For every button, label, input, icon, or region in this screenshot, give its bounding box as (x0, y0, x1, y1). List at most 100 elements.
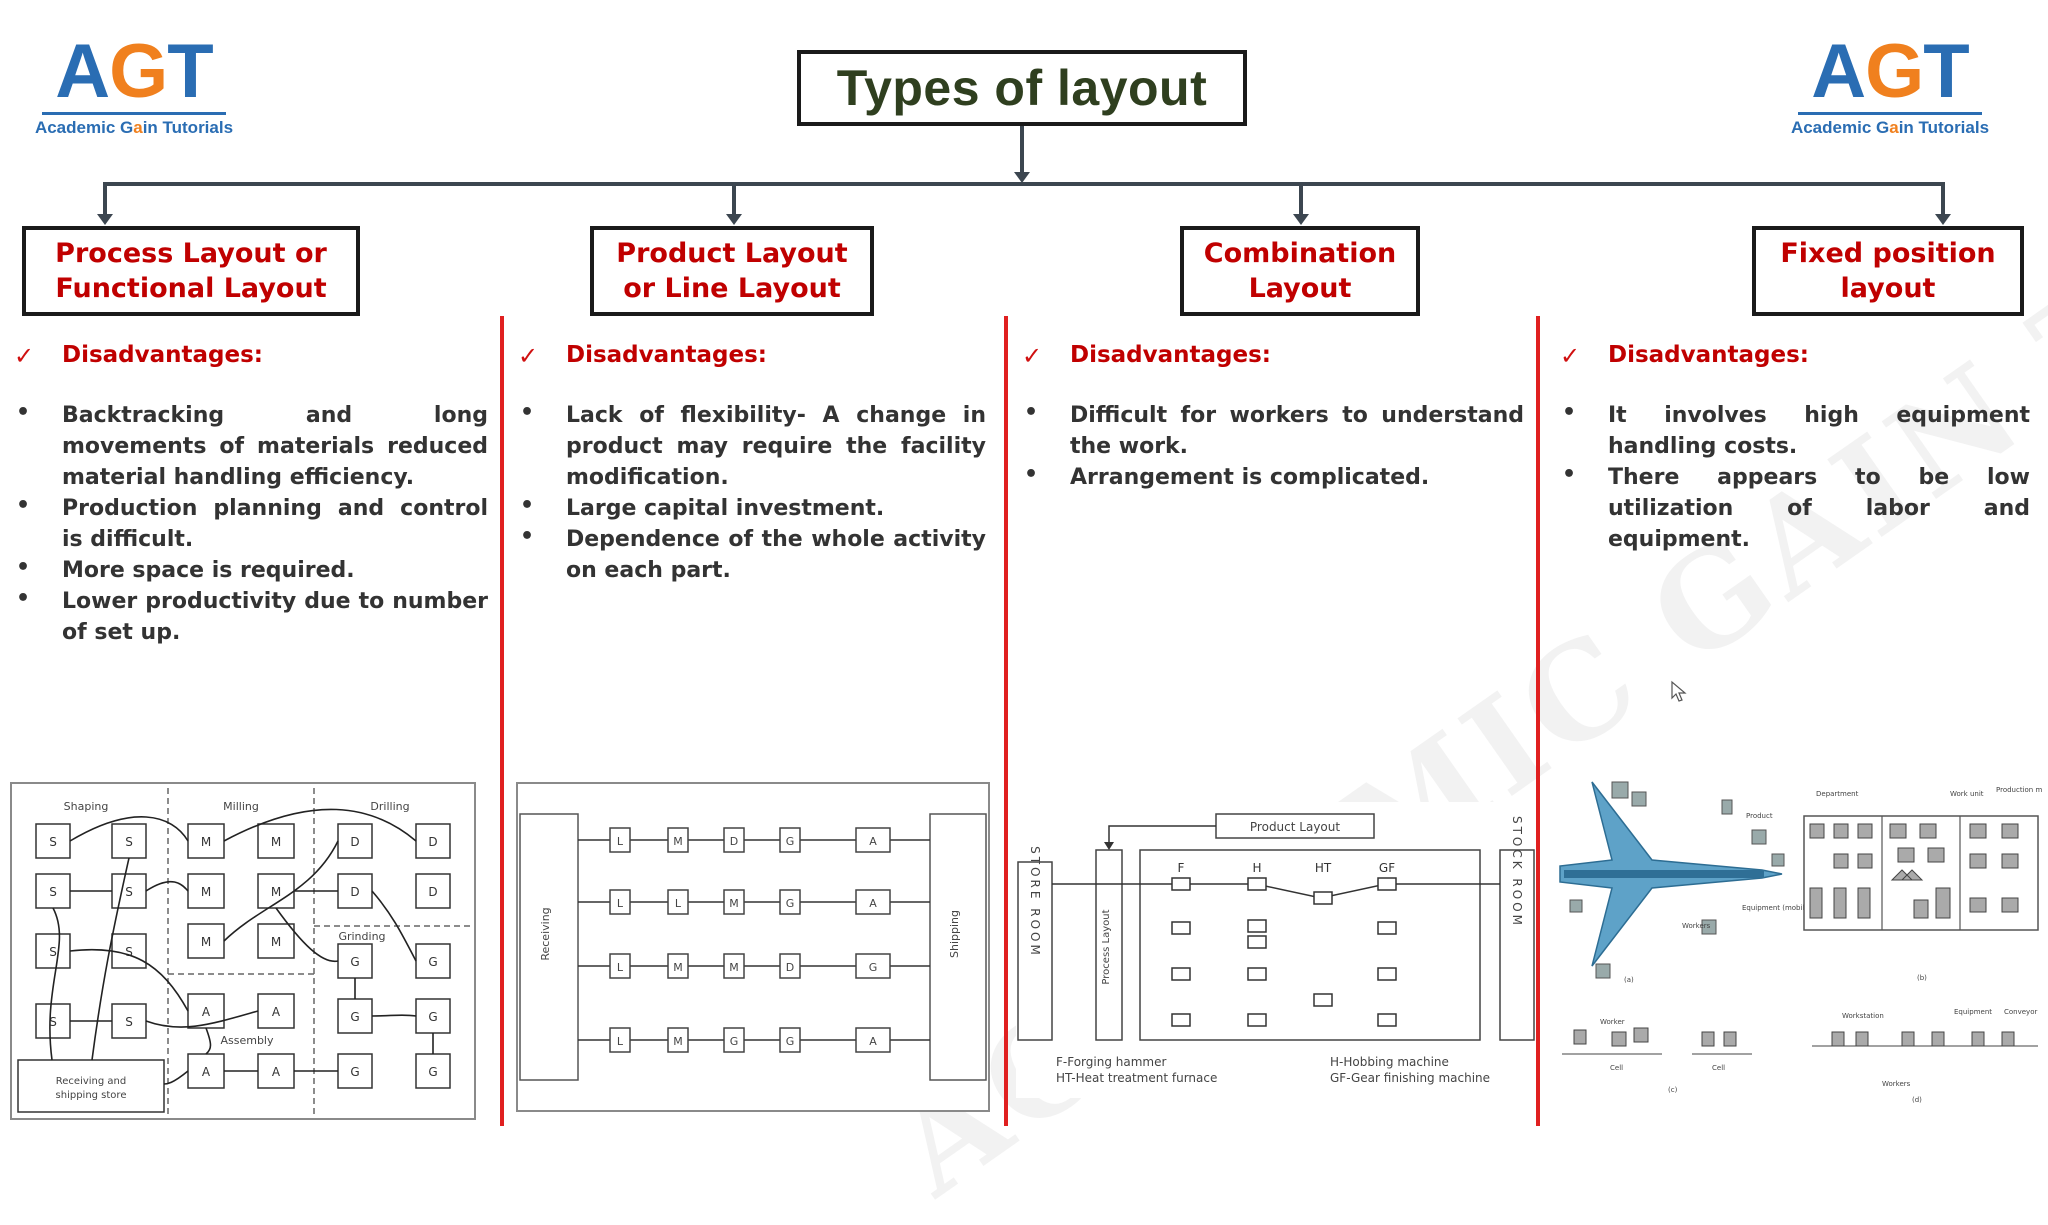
machine-label: M (673, 961, 683, 974)
checkmark-icon: ✓ (1022, 342, 1043, 370)
machine-label: G (786, 1035, 795, 1048)
list-item: •Dependence of the whole activity on eac… (520, 524, 986, 583)
svg-text:D: D (350, 885, 359, 899)
disadvantages-list: •It involves high equipment handling cos… (1560, 400, 2030, 555)
svg-text:F: F (1178, 861, 1185, 875)
column-divider (500, 316, 504, 1126)
receiving-label: shipping store (56, 1090, 127, 1101)
section-label-shaping: Shaping (64, 800, 109, 813)
machine-label: G (730, 1035, 739, 1048)
svg-text:A: A (272, 1005, 281, 1019)
machine-box (723, 1027, 745, 1053)
machine-box (779, 953, 801, 979)
category-product-layout: Product Layout or Line Layout (590, 226, 874, 316)
machine-box (855, 953, 891, 979)
svg-text:G: G (350, 1065, 359, 1079)
branch-connector (1299, 182, 1303, 218)
svg-text:D: D (350, 835, 359, 849)
disadvantages-list: •Lack of flexibility- A change in produc… (518, 400, 986, 586)
svg-text:G: G (428, 1010, 437, 1024)
column-divider (1536, 316, 1540, 1126)
branch-connector (103, 182, 107, 218)
receiving-label: Receiving (539, 907, 552, 960)
svg-text:M: M (271, 885, 281, 899)
disadvantages-heading: ✓ Disadvantages: (518, 342, 768, 370)
machine-box (667, 953, 689, 979)
list-item: •Backtracking and long movements of mate… (16, 400, 488, 490)
machine-label: A (869, 835, 877, 848)
machine-label: A (869, 1035, 877, 1048)
machine-label: L (617, 961, 624, 974)
mouse-pointer-icon (1671, 680, 1687, 702)
svg-text:Workstation: Workstation (1842, 1012, 1884, 1020)
legend-item: H-Hobbing machine (1330, 1055, 1449, 1069)
machine-box (667, 889, 689, 915)
list-item: •More space is required. (16, 555, 355, 583)
svg-text:Worker: Worker (1600, 1018, 1625, 1026)
logo-subtitle: Academic Gain Tutorials (34, 118, 234, 137)
shipping-label: Shipping (948, 910, 961, 958)
machine-box (609, 953, 631, 979)
svg-text:S: S (49, 1015, 57, 1029)
svg-text:S: S (125, 1015, 133, 1029)
svg-text:Workers: Workers (1682, 922, 1711, 930)
svg-text:Workers: Workers (1882, 1080, 1911, 1088)
checkmark-icon: ✓ (1560, 342, 1581, 370)
machine-label: G (786, 835, 795, 848)
arrow-down-icon (97, 214, 113, 225)
machine-box (609, 1027, 631, 1053)
list-item: •Lower productivity due to number of set… (16, 586, 488, 645)
svg-text:HT: HT (1315, 861, 1332, 875)
list-item: •Difficult for workers to understand the… (1024, 400, 1524, 459)
svg-text:S: S (125, 945, 133, 959)
agt-logo-left: AGT Academic Gain Tutorials (4, 32, 264, 142)
fixed-position-layout-diagram: Product Equipment (mobile) Workers (a) D… (1552, 770, 2042, 1120)
svg-text:M: M (271, 935, 281, 949)
section-label-grinding: Grinding (338, 930, 385, 943)
svg-text:S: S (125, 885, 133, 899)
page-title: Types of layout (797, 50, 1247, 126)
svg-text:D: D (428, 835, 437, 849)
column-fixed-position: ✓ Disadvantages: •It involves high equip… (1560, 340, 2030, 555)
svg-text:M: M (201, 835, 211, 849)
svg-text:(b): (b) (1917, 974, 1927, 982)
machine-box (855, 1027, 891, 1053)
checkmark-icon: ✓ (14, 342, 35, 370)
process-layout-label: Process Layout (1101, 909, 1112, 984)
svg-text:M: M (201, 885, 211, 899)
arrow-down-icon (1014, 172, 1030, 183)
svg-text:M: M (201, 935, 211, 949)
disadvantages-list: •Difficult for workers to understand the… (1022, 400, 1524, 493)
machine-box (667, 1027, 689, 1053)
machine-box (609, 827, 631, 853)
arrow-down-icon (1293, 214, 1309, 225)
branch-connector (1941, 182, 1945, 218)
svg-text:S: S (49, 945, 57, 959)
arrow-down-icon (1935, 214, 1951, 225)
logo-rule (1798, 112, 1982, 115)
machine-label: G (869, 961, 878, 974)
list-item: •It involves high equipment handling cos… (1562, 400, 2030, 459)
list-item: •Large capital investment. (520, 493, 885, 521)
machine-box (855, 827, 891, 853)
category-process-layout: Process Layout or Functional Layout (22, 226, 360, 316)
list-item: •There appears to be low utilization of … (1562, 462, 2030, 552)
list-item: •Lack of flexibility- A change in produc… (520, 400, 986, 490)
list-item: •Production planning and control is diff… (16, 493, 488, 552)
category-fixed-position-layout: Fixed position layout (1752, 226, 2024, 316)
logo-mark: AGT (55, 29, 213, 114)
svg-text:(c): (c) (1668, 1086, 1678, 1094)
svg-text:H: H (1252, 861, 1261, 875)
machine-label: D (730, 835, 738, 848)
column-process: ✓ Disadvantages: •Backtracking and long … (14, 340, 488, 648)
machine-box (855, 889, 891, 915)
store-room-label: STORE ROOM (1028, 846, 1042, 958)
category-combination-layout: Combination Layout (1180, 226, 1420, 316)
svg-text:D: D (428, 885, 437, 899)
machine-label: M (729, 897, 739, 910)
disadvantages-heading: ✓ Disadvantages: (1022, 342, 1272, 370)
svg-text:Product: Product (1746, 812, 1773, 820)
svg-text:Department: Department (1816, 790, 1859, 798)
svg-text:A: A (202, 1005, 211, 1019)
machine-label: M (673, 835, 683, 848)
